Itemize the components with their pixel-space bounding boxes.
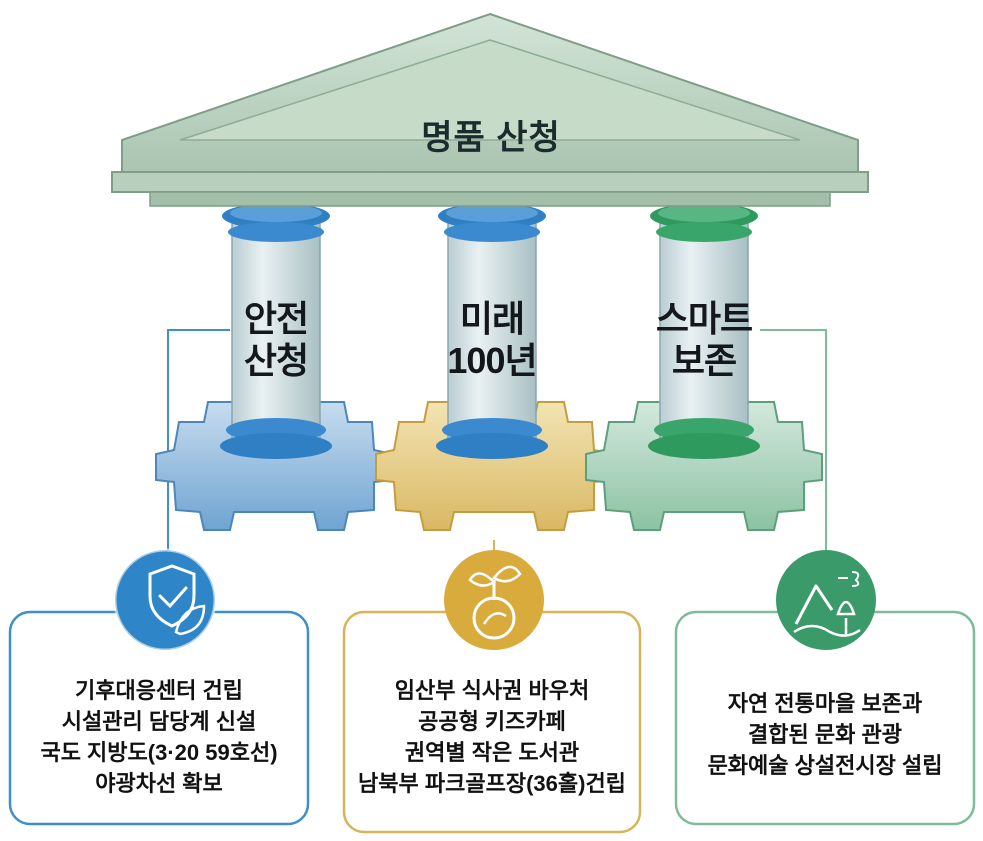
list-item: 문화예술 상설전시장 설립: [707, 753, 943, 778]
list-item: 야광차선 확보: [95, 771, 223, 796]
card-middle-text: 임산부 식사권 바우처 공공형 키즈카페 권역별 작은 도서관 남북부 파크골프…: [344, 675, 640, 799]
list-item: 남북부 파크골프장(36홀)건립: [358, 771, 626, 796]
list-item: 공공형 키즈카페: [418, 709, 566, 734]
shield-leaf-icon: [113, 548, 217, 652]
column-blue: [220, 203, 332, 459]
connector-left: [167, 329, 230, 560]
sprout-icon: [444, 550, 544, 650]
pillar-label-smart: 스마트 보존: [638, 298, 770, 382]
temple-roof: [111, 12, 869, 207]
nature-landscape-icon: [776, 550, 876, 650]
column-green: [648, 203, 760, 459]
card-right-text: 자연 전통마을 보존과 결합된 문화 관광 문화예술 상설전시장 설립: [676, 688, 974, 781]
list-item: 국도 지방도(3·20 59호선): [40, 740, 278, 765]
pillar-label-line: 보존: [671, 340, 737, 381]
temple-title: 명품 산청: [421, 119, 561, 157]
pillar-label-future: 미래 100년: [428, 298, 556, 382]
pillar-label-line: 스마트: [655, 298, 753, 339]
connector-right: [760, 329, 827, 560]
list-item: 자연 전통마을 보존과: [727, 691, 923, 716]
list-item: 권역별 작은 도서관: [404, 740, 580, 765]
list-item: 시설관리 담당계 신설: [61, 709, 257, 734]
column-gold: [436, 203, 548, 459]
list-item: 기후대응센터 건립: [74, 678, 244, 703]
list-item: 결합된 문화 관광: [748, 722, 902, 747]
pillar-label-safety: 안전 산청: [216, 298, 336, 382]
pillar-label-line: 산청: [243, 340, 309, 381]
pillar-label-line: 안전: [243, 298, 309, 339]
card-left-text: 기후대응센터 건립 시설관리 담당계 신설 국도 지방도(3·20 59호선) …: [10, 675, 308, 799]
pillar-label-line: 미래: [459, 298, 525, 339]
pillar-label-line: 100년: [447, 340, 537, 381]
list-item: 임산부 식사권 바우처: [394, 678, 590, 703]
